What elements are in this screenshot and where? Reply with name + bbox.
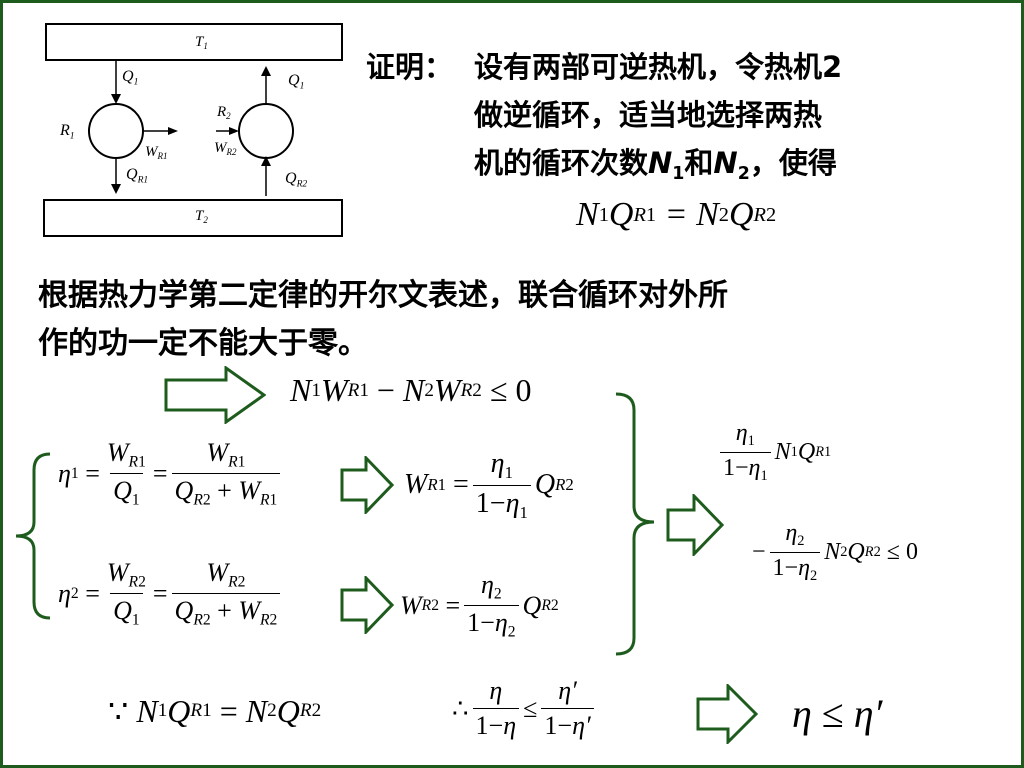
proof-label: 证明： (366, 50, 454, 84)
heat-engine-diagram (43, 23, 343, 237)
label-q1-right: Q1 (288, 72, 305, 92)
label-wr2: WR2 (214, 140, 237, 158)
label-r2: R2 (217, 104, 231, 122)
proof-line-2: 做逆循环，适当地选择两热 (474, 98, 823, 132)
label-q1-left: Q1 (122, 68, 139, 88)
implies-arrow-1 (164, 366, 266, 424)
right-brace (615, 392, 655, 656)
implies-arrow-4 (666, 494, 724, 556)
equation-conclusion: η ≤ η′ (792, 691, 883, 736)
cold-reservoir (43, 199, 343, 237)
left-brace (15, 452, 51, 620)
hot-reservoir (45, 23, 343, 61)
label-t1: T1 (195, 34, 208, 52)
statement-line-2: 作的功一定不能大于零。 (38, 326, 368, 361)
implies-arrow-3 (340, 576, 394, 634)
proof-line-3: 机的循环次数N1和N2，使得 (474, 146, 837, 185)
implies-arrow-2 (340, 456, 394, 514)
proof-line-1: 设有两部可逆热机，令热机2 (474, 50, 843, 84)
label-qr2: QR2 (285, 170, 308, 190)
implies-arrow-5 (696, 684, 758, 744)
label-qr1: QR1 (126, 166, 149, 186)
statement-line-1: 根据热力学第二定律的开尔文表述，联合循环对外所 (38, 278, 728, 313)
label-wr1: WR1 (145, 144, 168, 162)
engine-r1 (88, 103, 144, 159)
label-t2: T2 (195, 208, 208, 226)
label-r1: R1 (60, 122, 75, 142)
engine-r2 (238, 103, 294, 159)
